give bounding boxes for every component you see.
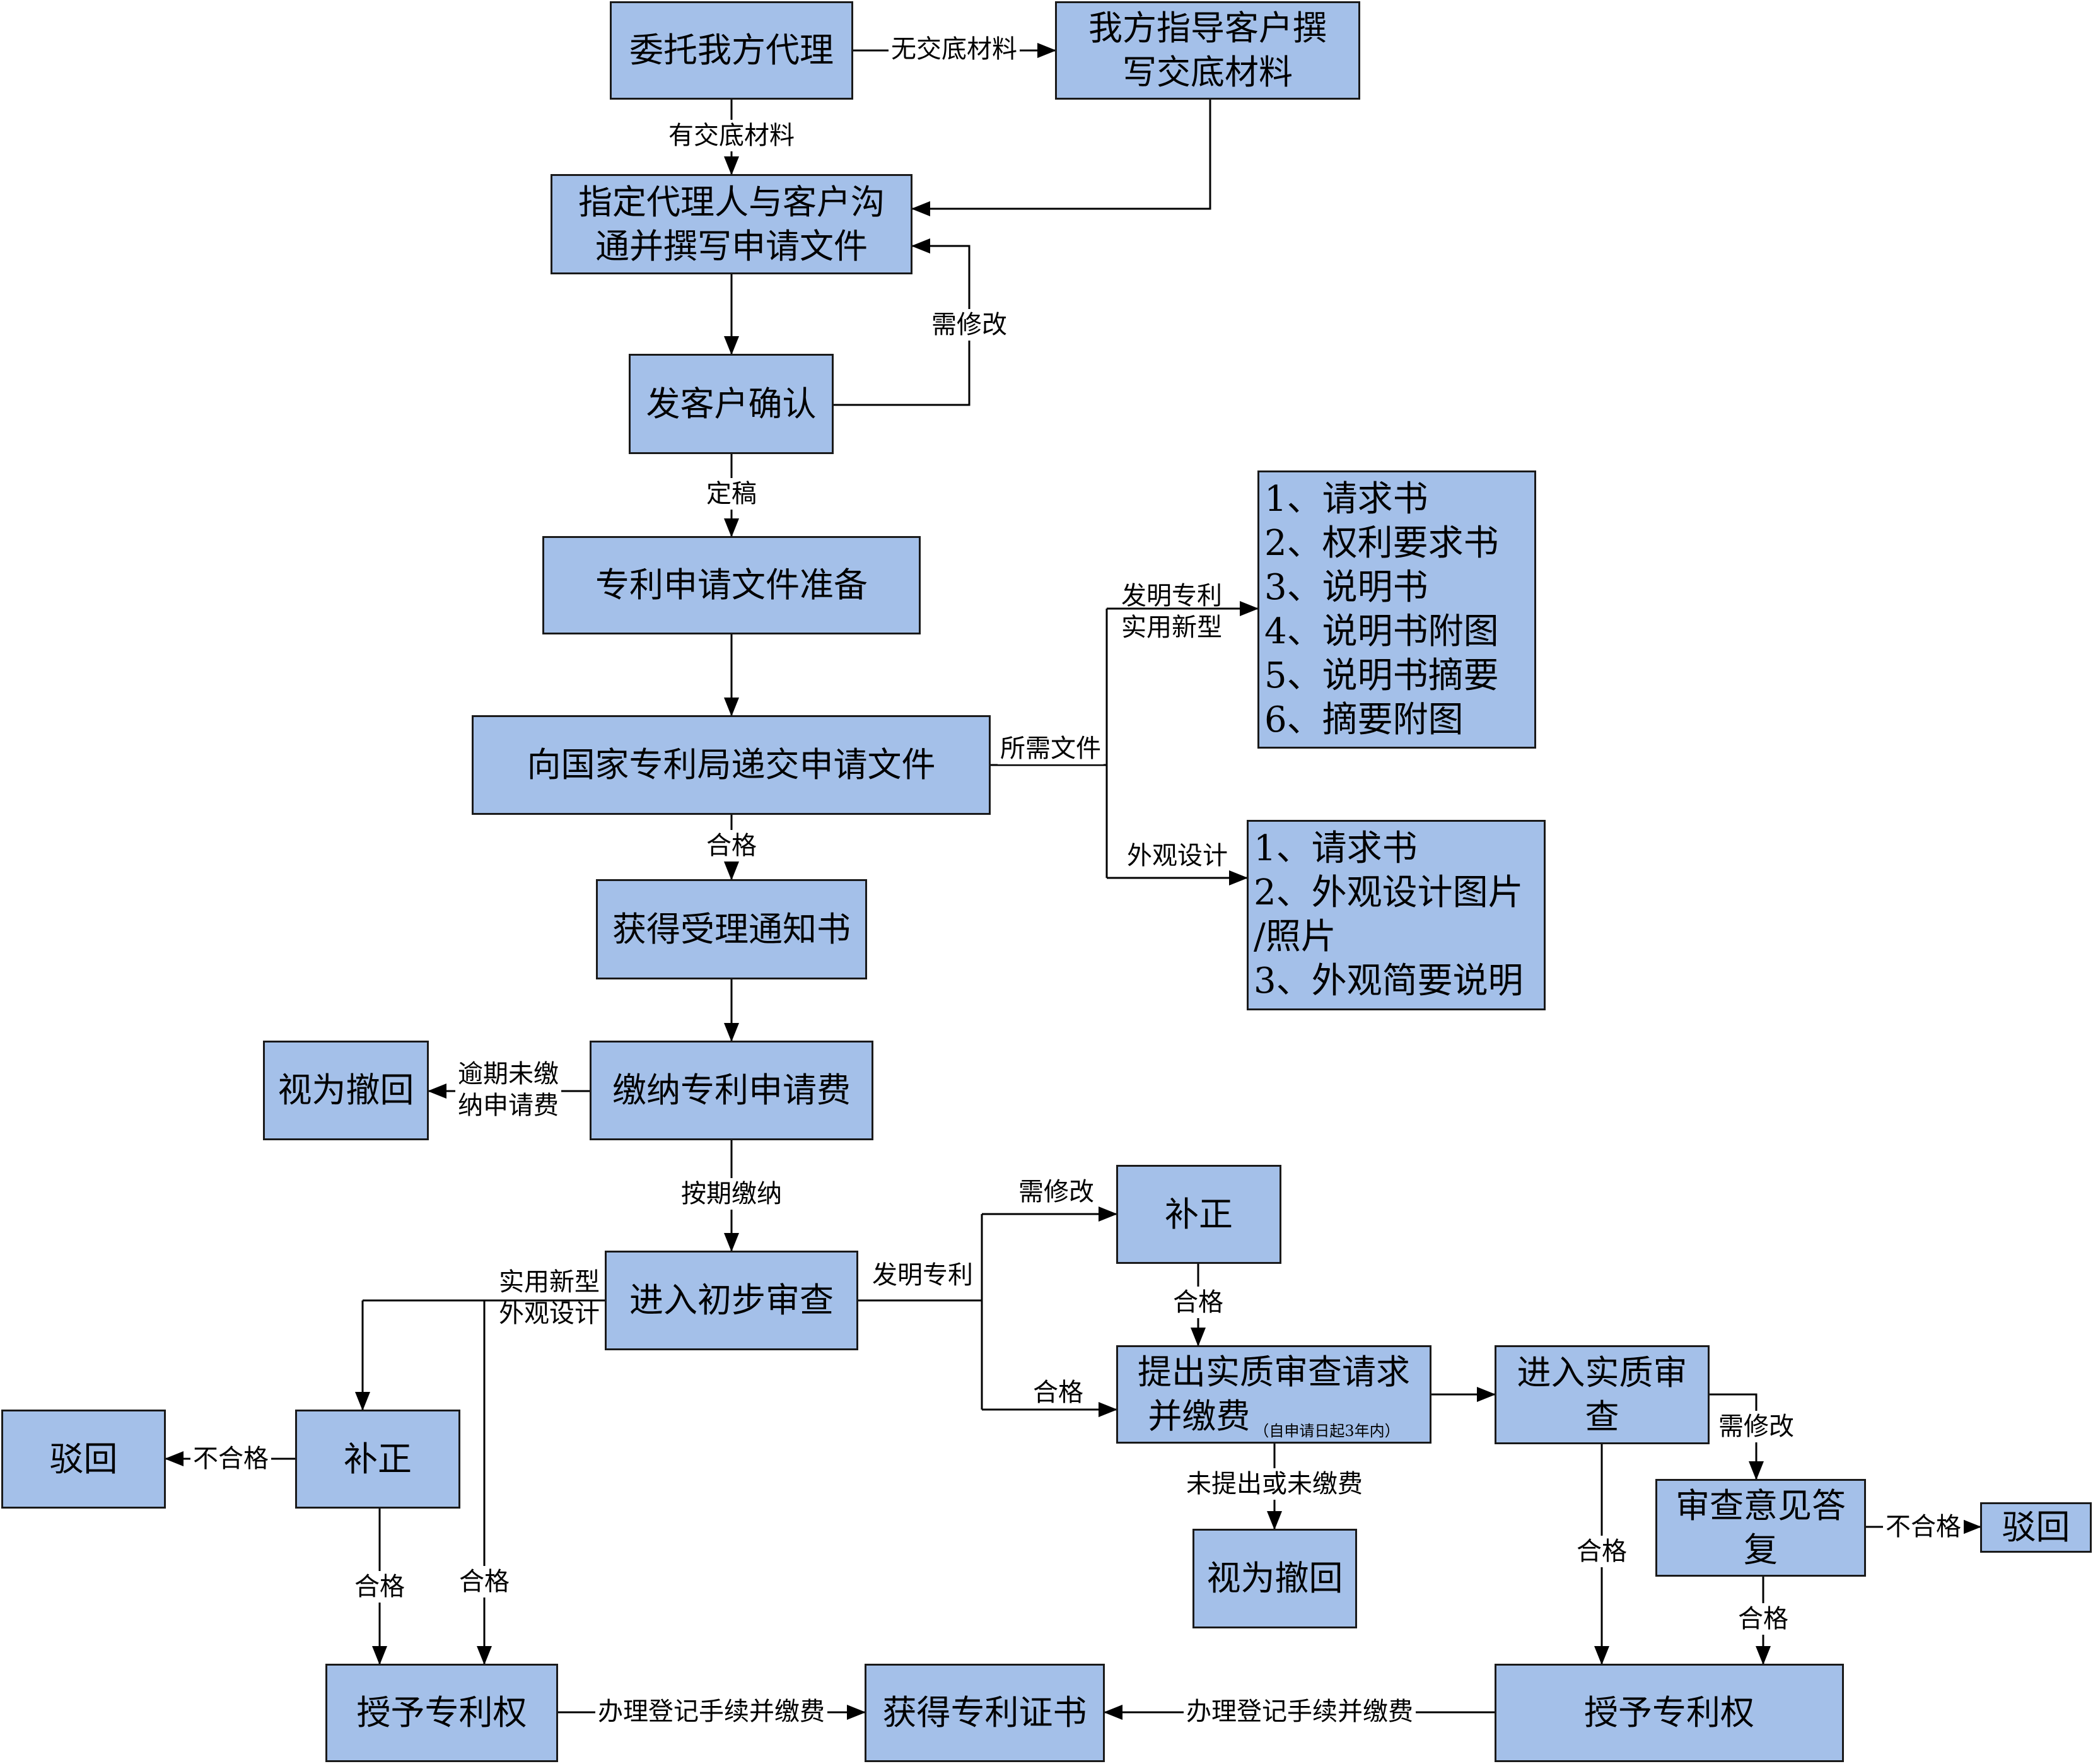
grant-right-text: 授予专利权 bbox=[1584, 1693, 1754, 1732]
substantive-request-note: （自申请日起3年内） bbox=[1254, 1422, 1400, 1440]
enter-substantive-line-2: 查 bbox=[1585, 1396, 1619, 1437]
invention-doc-item: 2、权利要求书 bbox=[1264, 523, 1499, 564]
prelim-text: 进入初步审查 bbox=[629, 1280, 834, 1320]
reply-box: 审查意见答 复 bbox=[1655, 1479, 1866, 1577]
label-needs-revision-1: 需修改 bbox=[929, 309, 1010, 341]
design-doc-item: 1、请求书 bbox=[1254, 828, 1418, 869]
enter-substantive-box: 进入实质审 查 bbox=[1495, 1345, 1710, 1444]
label-needs-revision-3: 需修改 bbox=[1716, 1411, 1797, 1442]
reject-box-right: 驳回 bbox=[1980, 1502, 2092, 1553]
label-no-material: 无交底材料 bbox=[889, 33, 1020, 65]
label-qualified-2: 合格 bbox=[1170, 1287, 1226, 1318]
label-qualified-6: 合格 bbox=[352, 1571, 407, 1603]
design-doc-item: /照片 bbox=[1254, 916, 1336, 957]
label-utility-design-line-2: 外观设计 bbox=[499, 1299, 600, 1328]
label-invention-utility: 发明专利 实用新型 bbox=[1119, 580, 1225, 643]
confirm-box: 发客户确认 bbox=[629, 354, 834, 454]
certificate-text: 获得专利证书 bbox=[882, 1693, 1087, 1732]
submit-box: 向国家专利局递交申请文件 bbox=[472, 715, 991, 815]
label-finalized: 定稿 bbox=[704, 478, 759, 510]
label-overdue-line-1: 逾期未缴 bbox=[458, 1060, 559, 1089]
label-utility-design-line-1: 实用新型 bbox=[499, 1268, 600, 1297]
label-required-docs: 所需文件 bbox=[998, 733, 1104, 764]
design-doc-item: 3、外观简要说明 bbox=[1254, 961, 1524, 1002]
reply-line-1: 审查意见答 bbox=[1676, 1485, 1846, 1526]
label-utility-design: 实用新型 外观设计 bbox=[496, 1266, 602, 1329]
correct-left-text: 补正 bbox=[344, 1439, 412, 1479]
submit-text: 向国家专利局递交申请文件 bbox=[527, 745, 936, 785]
design-docs-box: 1、请求书 2、外观设计图片 /照片 3、外观简要说明 bbox=[1247, 820, 1546, 1010]
reject-left-text: 驳回 bbox=[49, 1439, 118, 1479]
label-needs-revision-2: 需修改 bbox=[1018, 1177, 1094, 1206]
label-unqualified-1: 不合格 bbox=[1883, 1511, 1964, 1543]
label-qualified-4: 合格 bbox=[1574, 1536, 1630, 1567]
grant-box-left: 授予专利权 bbox=[325, 1664, 558, 1762]
guide-box: 我方指导客户撰 写交底材料 bbox=[1055, 1, 1360, 100]
notice-text: 获得受理通知书 bbox=[612, 909, 851, 949]
correct-right-text: 补正 bbox=[1165, 1194, 1233, 1234]
pay-fee-box: 缴纳专利申请费 bbox=[590, 1041, 873, 1140]
guide-line-2: 写交底材料 bbox=[1122, 52, 1293, 92]
enter-substantive-line-1: 进入实质审 bbox=[1517, 1352, 1688, 1393]
entrust-box: 委托我方代理 bbox=[610, 1, 853, 100]
substantive-request-box: 提出实质审查请求 并缴费（自申请日起3年内） bbox=[1116, 1345, 1431, 1444]
edge-enter-reply bbox=[1710, 1393, 1764, 1480]
assign-box: 指定代理人与客户沟 通并撰写申请文件 bbox=[551, 174, 912, 274]
invention-doc-item: 5、说明书摘要 bbox=[1264, 655, 1499, 696]
label-design: 外观设计 bbox=[1127, 841, 1228, 870]
certificate-box: 获得专利证书 bbox=[865, 1664, 1105, 1762]
design-doc-item: 2、外观设计图片 bbox=[1254, 872, 1524, 913]
assign-line-1: 指定代理人与客户沟 bbox=[578, 182, 885, 222]
withdrawn-a-text: 视为撤回 bbox=[277, 1070, 414, 1110]
reject-right-text: 驳回 bbox=[2002, 1507, 2070, 1547]
substantive-request-line-2: 并缴费 bbox=[1148, 1396, 1251, 1436]
notice-box: 获得受理通知书 bbox=[596, 879, 867, 979]
invention-docs-box: 1、请求书 2、权利要求书 3、说明书 4、说明书附图 5、说明书摘要 6、摘要… bbox=[1257, 470, 1536, 749]
substantive-request-line-1: 提出实质审查请求 bbox=[1138, 1352, 1410, 1392]
label-qualified-3: 合格 bbox=[1033, 1378, 1083, 1407]
grant-box-right: 授予专利权 bbox=[1495, 1664, 1844, 1762]
edge-guide-assign bbox=[911, 100, 1211, 216]
assign-line-2: 通并撰写申请文件 bbox=[595, 226, 868, 266]
prepare-box: 专利申请文件准备 bbox=[542, 536, 921, 634]
label-invention-utility-line-2: 实用新型 bbox=[1121, 613, 1222, 642]
label-invention-utility-line-1: 发明专利 bbox=[1121, 581, 1222, 610]
withdrawn-box-a: 视为撤回 bbox=[263, 1041, 429, 1140]
invention-doc-item: 6、摘要附图 bbox=[1264, 699, 1464, 740]
label-not-filed: 未提出或未缴费 bbox=[1184, 1468, 1365, 1500]
correct-box-right: 补正 bbox=[1116, 1165, 1281, 1264]
label-paid-on-time: 按期缴纳 bbox=[679, 1178, 784, 1210]
reply-line-2: 复 bbox=[1744, 1529, 1778, 1570]
invention-doc-item: 4、说明书附图 bbox=[1264, 611, 1499, 652]
label-overdue-line-2: 纳申请费 bbox=[458, 1091, 559, 1120]
prepare-text: 专利申请文件准备 bbox=[595, 565, 868, 605]
prelim-box: 进入初步审查 bbox=[605, 1251, 858, 1350]
invention-doc-item: 3、说明书 bbox=[1264, 567, 1428, 608]
label-invention: 发明专利 bbox=[872, 1261, 973, 1290]
label-qualified-1: 合格 bbox=[704, 830, 759, 862]
guide-line-1: 我方指导客户撰 bbox=[1088, 8, 1327, 48]
label-has-material: 有交底材料 bbox=[666, 120, 797, 151]
entrust-text: 委托我方代理 bbox=[629, 30, 834, 70]
label-register-fee-2: 办理登记手续并缴费 bbox=[1184, 1696, 1416, 1727]
correct-box-left: 补正 bbox=[295, 1410, 460, 1509]
label-unqualified-2: 不合格 bbox=[190, 1443, 271, 1475]
grant-left-text: 授予专利权 bbox=[356, 1693, 527, 1732]
withdrawn-box-b: 视为撤回 bbox=[1192, 1529, 1357, 1628]
withdrawn-b-text: 视为撤回 bbox=[1206, 1558, 1343, 1598]
confirm-text: 发客户确认 bbox=[646, 383, 817, 424]
invention-doc-item: 1、请求书 bbox=[1264, 479, 1428, 520]
label-qualified-7: 合格 bbox=[457, 1566, 512, 1598]
pay-fee-text: 缴纳专利申请费 bbox=[612, 1070, 851, 1110]
label-qualified-5: 合格 bbox=[1735, 1603, 1791, 1635]
label-register-fee-1: 办理登记手续并缴费 bbox=[595, 1696, 827, 1727]
reject-box-left: 驳回 bbox=[1, 1410, 166, 1509]
label-overdue: 逾期未缴 纳申请费 bbox=[455, 1058, 561, 1121]
